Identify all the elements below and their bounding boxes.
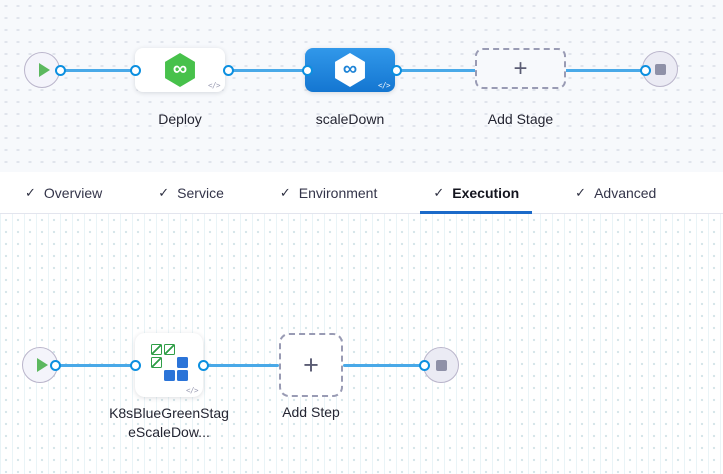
edge-deploy-to-scaledown xyxy=(225,68,307,72)
tab-environment[interactable]: ✓ Environment xyxy=(267,172,391,213)
play-icon xyxy=(36,358,48,372)
add-step-button[interactable]: + xyxy=(279,333,343,397)
check-icon: ✓ xyxy=(433,184,445,200)
k8s-bluegreen-scaledown-icon xyxy=(150,343,188,381)
edge-start-to-step xyxy=(40,363,135,367)
tab-execution[interactable]: ✓ Execution xyxy=(420,172,532,214)
tab-label: Advanced xyxy=(594,184,657,201)
plus-icon: + xyxy=(303,349,319,380)
yaml-code-icon: </> xyxy=(207,81,221,90)
port xyxy=(418,359,430,371)
tab-advanced[interactable]: ✓ Advanced xyxy=(562,172,669,213)
add-step-label: Add Step xyxy=(282,404,340,420)
stage-card-deploy[interactable]: ∞ </> xyxy=(135,48,225,92)
port xyxy=(390,64,402,76)
tab-label: Service xyxy=(177,184,224,201)
tab-label: Environment xyxy=(298,184,378,201)
port xyxy=(639,64,651,76)
yaml-code-icon: </> xyxy=(185,386,199,395)
check-icon: ✓ xyxy=(158,184,170,200)
port xyxy=(129,359,141,371)
harness-cd-icon: ∞ xyxy=(335,53,365,87)
edge-step-to-addstep xyxy=(203,363,279,367)
tab-label: Overview xyxy=(43,184,103,201)
edge-start-to-deploy xyxy=(60,68,135,72)
stage-canvas[interactable]: ∞ </> ∞ </> + Deploy scaleDown Add Stage xyxy=(0,0,723,172)
check-icon: ✓ xyxy=(279,184,291,200)
port xyxy=(301,64,313,76)
infinity-glyph: ∞ xyxy=(342,58,358,80)
step-card-k8s-bluegreen-scaledown[interactable]: </> xyxy=(135,333,203,397)
step-label-k8s-bluegreen-scaledown: K8sBlueGreenStageScaleDow... xyxy=(109,405,229,440)
port xyxy=(197,359,209,371)
add-stage-label: Add Stage xyxy=(487,111,554,127)
port xyxy=(222,64,234,76)
yaml-code-icon: </> xyxy=(377,81,391,90)
stop-icon xyxy=(435,359,447,371)
check-icon: ✓ xyxy=(575,184,587,200)
stage-card-scaledown[interactable]: ∞ </> xyxy=(305,48,395,92)
tab-overview[interactable]: ✓ Overview xyxy=(12,172,115,213)
execution-canvas[interactable]: </> + K8sBlueGreenStageScaleDow... Add S… xyxy=(0,214,723,474)
infinity-glyph: ∞ xyxy=(172,58,188,80)
tab-service[interactable]: ✓ Service xyxy=(145,172,237,213)
port xyxy=(129,64,141,76)
stage-label-scaledown: scaleDown xyxy=(315,111,385,127)
play-icon xyxy=(38,63,50,77)
port xyxy=(49,359,61,371)
edge-addstep-to-end xyxy=(343,363,424,367)
stage-config-tabbar: ✓ Overview ✓ Service ✓ Environment ✓ Exe… xyxy=(0,172,723,214)
stage-label-deploy: Deploy xyxy=(158,111,202,127)
plus-icon: + xyxy=(513,54,528,82)
tab-label: Execution xyxy=(452,184,520,201)
pipeline-start-node xyxy=(24,52,60,88)
add-stage-button[interactable]: + xyxy=(475,48,566,89)
harness-cd-icon: ∞ xyxy=(165,53,195,87)
stop-icon xyxy=(654,63,666,75)
check-icon: ✓ xyxy=(25,184,36,200)
port xyxy=(54,64,66,76)
